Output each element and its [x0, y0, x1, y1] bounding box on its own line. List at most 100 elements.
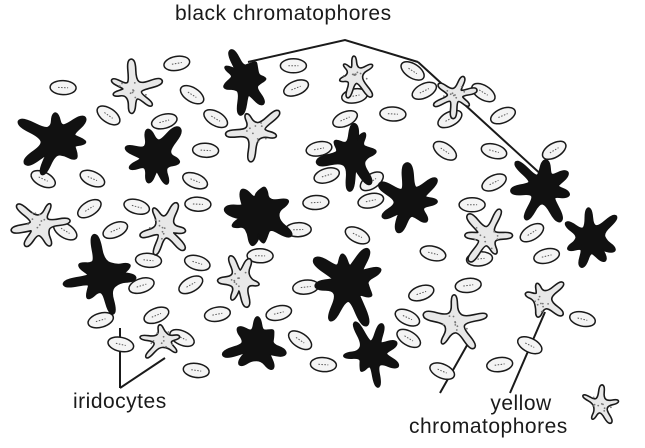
yellow-chromatophore-cell: [434, 76, 477, 118]
iridocyte-cell: [427, 360, 456, 383]
yellow-cell-granule: [149, 227, 151, 229]
yellow-cell-granule: [461, 86, 463, 88]
iridocyte-cell: [281, 77, 310, 100]
yellow-cell-granule: [343, 75, 345, 77]
yellow-cell-granule: [165, 346, 167, 348]
iridocyte-cell: [479, 171, 509, 195]
iridocyte-cell: [312, 165, 341, 186]
yellow-chromatophore-cell: [226, 110, 280, 162]
yellow-cell-granule: [540, 303, 542, 305]
yellow-cell-granule: [155, 219, 157, 221]
iridocyte-cell: [183, 253, 212, 274]
yellow-cell-granule: [449, 315, 451, 317]
yellow-cell-granule: [163, 336, 165, 338]
yellow-cell-granule: [493, 231, 495, 233]
yellow-cell-granule: [484, 236, 486, 238]
yellow-cell-granule: [130, 92, 132, 94]
yellow-cell-granule: [446, 90, 448, 92]
yellow-cell-granule: [261, 125, 263, 127]
iridocyte-cell: [122, 197, 151, 217]
yellow-cell-granule: [39, 214, 41, 216]
yellow-cell-granule: [162, 227, 164, 229]
black-chromatophore-cell: [379, 163, 438, 233]
yellow-cell-granule: [246, 130, 248, 132]
yellow-cell-granule: [238, 277, 240, 279]
iridocyte-cell: [135, 252, 162, 268]
yellow-cell-granule: [453, 316, 455, 318]
yellow-cell-granule: [252, 133, 254, 135]
yellow-cell-granule: [453, 95, 455, 97]
yellow-cell-granule: [43, 219, 45, 221]
iridocyte-cell: [454, 277, 482, 294]
yellow-cell-granule: [162, 231, 164, 233]
yellow-cell-granule: [538, 299, 540, 301]
yellow-cell-granule: [159, 225, 161, 227]
yellow-cell-granule: [132, 89, 134, 91]
yellow-cell-granule: [39, 224, 41, 226]
yellow-cell-granule: [539, 296, 541, 298]
iridocyte-cell: [192, 143, 219, 158]
yellow-cell-granule: [491, 248, 493, 250]
yellow-cell-granule: [497, 238, 499, 240]
yellow-cell-granule: [610, 406, 612, 408]
yellow-cell-granule: [443, 324, 445, 326]
yellow-cell-granule: [150, 342, 152, 344]
iridocyte-cell: [357, 191, 385, 210]
yellow-cell-granule: [457, 325, 459, 327]
yellow-cell-granule: [547, 303, 549, 305]
yellow-cell-granule: [168, 331, 170, 333]
yellow-cell-granule: [231, 279, 233, 281]
yellow-chromatophores-label-line1: yellow: [476, 393, 566, 415]
yellow-cell-granule: [463, 91, 465, 93]
yellow-cell-granule: [456, 329, 458, 331]
yellow-cell-granule: [366, 78, 368, 80]
iridocyte-cell: [393, 306, 422, 330]
yellow-cell-granule: [597, 405, 599, 407]
yellow-cell-granule: [443, 95, 445, 97]
yellow-cell-granule: [601, 403, 603, 405]
yellow-cell-granule: [474, 239, 476, 241]
black-chromatophores-leader: [418, 62, 545, 178]
yellow-cell-granule: [592, 405, 594, 407]
yellow-cell-granule: [171, 343, 173, 345]
black-chromatophore-cell: [18, 113, 86, 175]
yellow-cell-granule: [238, 285, 240, 287]
iridocyte-cell: [486, 356, 514, 373]
iridocyte-cell: [343, 223, 373, 247]
iridocyte-cell: [488, 104, 517, 127]
yellow-cell-granule: [27, 223, 29, 225]
iridocyte-cell: [182, 362, 210, 379]
yellow-cell-granule: [156, 332, 158, 334]
yellow-cell-granule: [455, 97, 457, 99]
yellow-cell-granule: [159, 220, 161, 222]
iridocyte-group: [28, 54, 596, 382]
yellow-cell-granule: [258, 141, 260, 143]
yellow-cell-granule: [452, 92, 454, 94]
yellow-cell-granule: [454, 324, 456, 326]
black-chromatophore-cell: [224, 187, 292, 245]
yellow-cell-granule: [249, 127, 251, 129]
iridocyte-cell: [163, 54, 191, 72]
yellow-cell-granule: [161, 342, 163, 344]
yellow-cell-granule: [245, 272, 247, 274]
iridocyte-cell: [310, 357, 337, 373]
yellow-cell-granule: [534, 300, 536, 302]
iridocyte-cell: [50, 80, 76, 95]
yellow-chromatophores-label-line2: chromatophores: [409, 416, 568, 438]
iridocyte-cell: [142, 304, 171, 327]
yellow-cell-granule: [121, 83, 123, 85]
iridocyte-cell: [532, 246, 561, 266]
iridocyte-cell: [185, 197, 211, 212]
iridocyte-cell: [78, 167, 107, 190]
iridocyte-cell: [203, 305, 231, 323]
yellow-cell-granule: [603, 410, 605, 412]
yellow-cell-granule: [260, 122, 262, 124]
iridocyte-cell: [568, 309, 596, 328]
iridocyte-cell: [515, 333, 545, 357]
iridocyte-cell: [407, 282, 436, 304]
yellow-cell-granule: [265, 138, 267, 140]
iridocyte-cell: [75, 196, 104, 222]
yellow-cell-granule: [134, 97, 136, 99]
iridocyte-cell: [419, 243, 448, 263]
yellow-cell-granule: [593, 397, 595, 399]
